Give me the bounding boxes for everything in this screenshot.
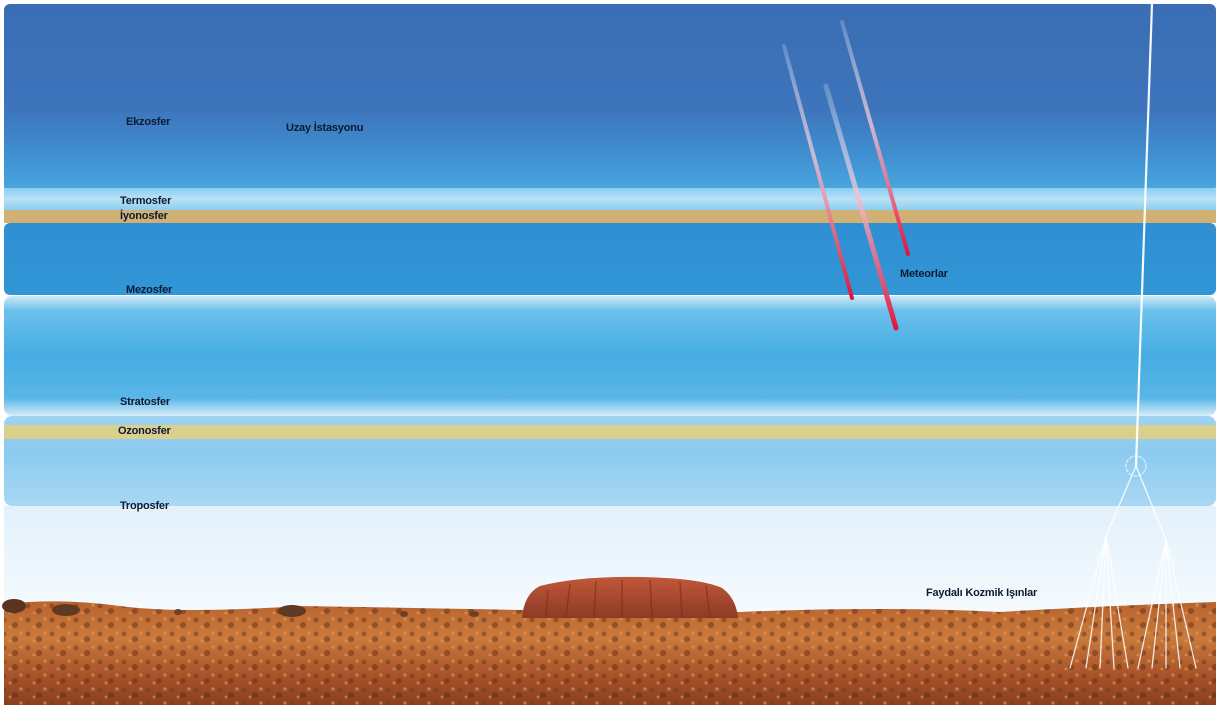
desert-scrub xyxy=(4,601,1216,705)
label-meteors: Meteorlar xyxy=(900,268,948,280)
mesosphere-band xyxy=(4,223,1216,295)
label-thermosphere: Termosfer xyxy=(120,195,172,207)
bush xyxy=(278,605,306,617)
bush xyxy=(174,609,182,615)
ozone-band xyxy=(4,425,1216,439)
bush xyxy=(400,611,408,617)
label-exosphere: Ekzosfer xyxy=(126,116,171,128)
exosphere-band xyxy=(4,4,1216,192)
meteor-streak-icon xyxy=(782,20,910,331)
thermosphere-band xyxy=(4,188,1216,210)
cosmic-ray-shower-icon xyxy=(1069,2,1197,669)
label-mesosphere: Mezosfer xyxy=(126,284,173,296)
bush xyxy=(52,604,80,616)
ionosphere-gold-band xyxy=(4,210,1216,223)
rock-formation-icon xyxy=(522,576,738,618)
label-troposphere: Troposfer xyxy=(120,500,169,512)
bush xyxy=(469,611,479,617)
bush xyxy=(2,599,26,613)
stratosphere-band xyxy=(4,296,1216,416)
label-ionosphere: İyonosfer xyxy=(120,210,168,222)
label-cosmic-rays: Faydalı Kozmik Işınlar xyxy=(926,587,1038,599)
label-ozonosphere: Ozonosfer xyxy=(118,425,171,437)
label-space-station: Uzay İstasyonu xyxy=(286,122,364,134)
label-stratosphere: Stratosfer xyxy=(120,396,170,408)
